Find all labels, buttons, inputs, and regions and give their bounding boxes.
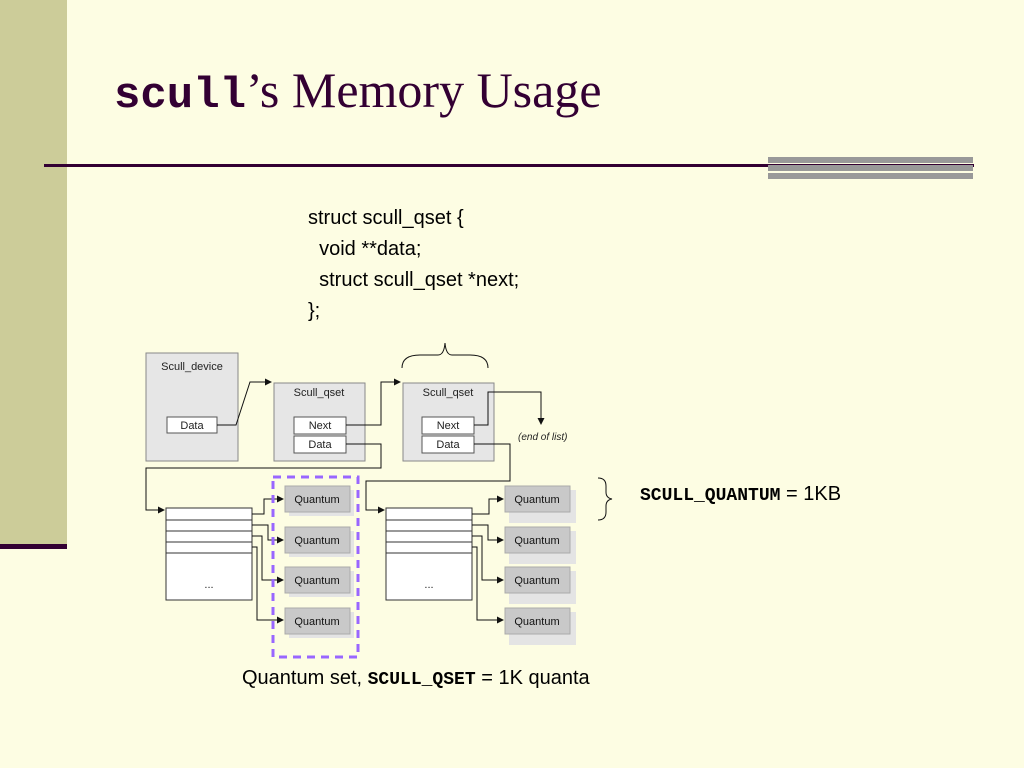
- quantum-set-highlight: [271, 475, 360, 659]
- scull-quantum-value: = 1KB: [780, 483, 842, 505]
- scull-qset-box-1: Scull_qset Next Data: [273, 382, 366, 462]
- quantum-label: Quantum: [514, 575, 559, 587]
- quantum-label: Quantum: [294, 535, 339, 547]
- quantum-set-note: Quantum set, SCULL_QSET = 1K quanta: [242, 667, 590, 690]
- title-rule: [44, 164, 974, 167]
- quantum-column-1: Quantum Quantum Quantum Quantum: [284, 485, 354, 638]
- data-to-array-arrow-1: [145, 443, 382, 514]
- quantum-label: Quantum: [514, 494, 559, 506]
- title-text: ’s Memory Usage: [246, 62, 602, 118]
- quantum-set-prefix: Quantum set,: [242, 667, 368, 689]
- pointer-array-1: ...: [165, 507, 253, 601]
- title-code-word: scull: [114, 71, 247, 121]
- scull-qset-name: SCULL_QSET: [367, 670, 476, 690]
- scull-qset-value: = 1K quanta: [475, 667, 590, 689]
- slide-title: scull’s Memory Usage: [114, 62, 602, 122]
- device-data-field: Data: [180, 420, 204, 432]
- scull-device-box: Scull_device Data: [145, 352, 239, 462]
- array-ellipsis: ...: [424, 579, 433, 591]
- pointer-array-2: ...: [385, 507, 473, 601]
- qset-title: Scull_qset: [423, 387, 474, 399]
- sidebar-underline: [0, 544, 67, 549]
- left-sidebar-bar: [0, 0, 67, 544]
- quantum-brace: [597, 477, 613, 521]
- quantum-column-2: Quantum Quantum Quantum Quantum: [504, 485, 576, 645]
- data-to-array-arrow-2: [365, 443, 511, 514]
- quantum-label: Quantum: [514, 616, 559, 628]
- code-line: struct scull_qset {: [308, 207, 464, 229]
- scull-quantum-note: SCULL_QUANTUM = 1KB: [640, 483, 841, 506]
- quantum-label: Quantum: [294, 616, 339, 628]
- code-line: void **data;: [308, 238, 422, 260]
- device-title: Scull_device: [161, 361, 223, 373]
- title-rule-accent: [768, 157, 973, 179]
- qset-next-field: Next: [309, 420, 332, 432]
- scull-quantum-name: SCULL_QUANTUM: [640, 486, 781, 506]
- next-to-end-arrow: [474, 391, 545, 426]
- qset-next-field: Next: [437, 420, 460, 432]
- code-line: struct scull_qset *next;: [308, 269, 520, 291]
- qset-title: Scull_qset: [294, 387, 345, 399]
- quantum-label: Quantum: [294, 494, 339, 506]
- quantum-label: Quantum: [514, 535, 559, 547]
- end-of-list-label: (end of list): [518, 432, 567, 443]
- next-to-qset-arrow: [346, 378, 401, 426]
- qset-data-field: Data: [308, 439, 332, 451]
- scull-qset-box-2: Scull_qset Next Data: [402, 382, 495, 462]
- qset-data-field: Data: [436, 439, 460, 451]
- struct-code: struct scull_qset { void **data; struct …: [308, 203, 519, 327]
- array-ellipsis: ...: [204, 579, 213, 591]
- pointer-arrows: [145, 378, 545, 514]
- device-to-qset-arrow: [217, 378, 272, 426]
- code-line: };: [308, 300, 321, 322]
- top-brace: [401, 342, 489, 369]
- quantum-label: Quantum: [294, 575, 339, 587]
